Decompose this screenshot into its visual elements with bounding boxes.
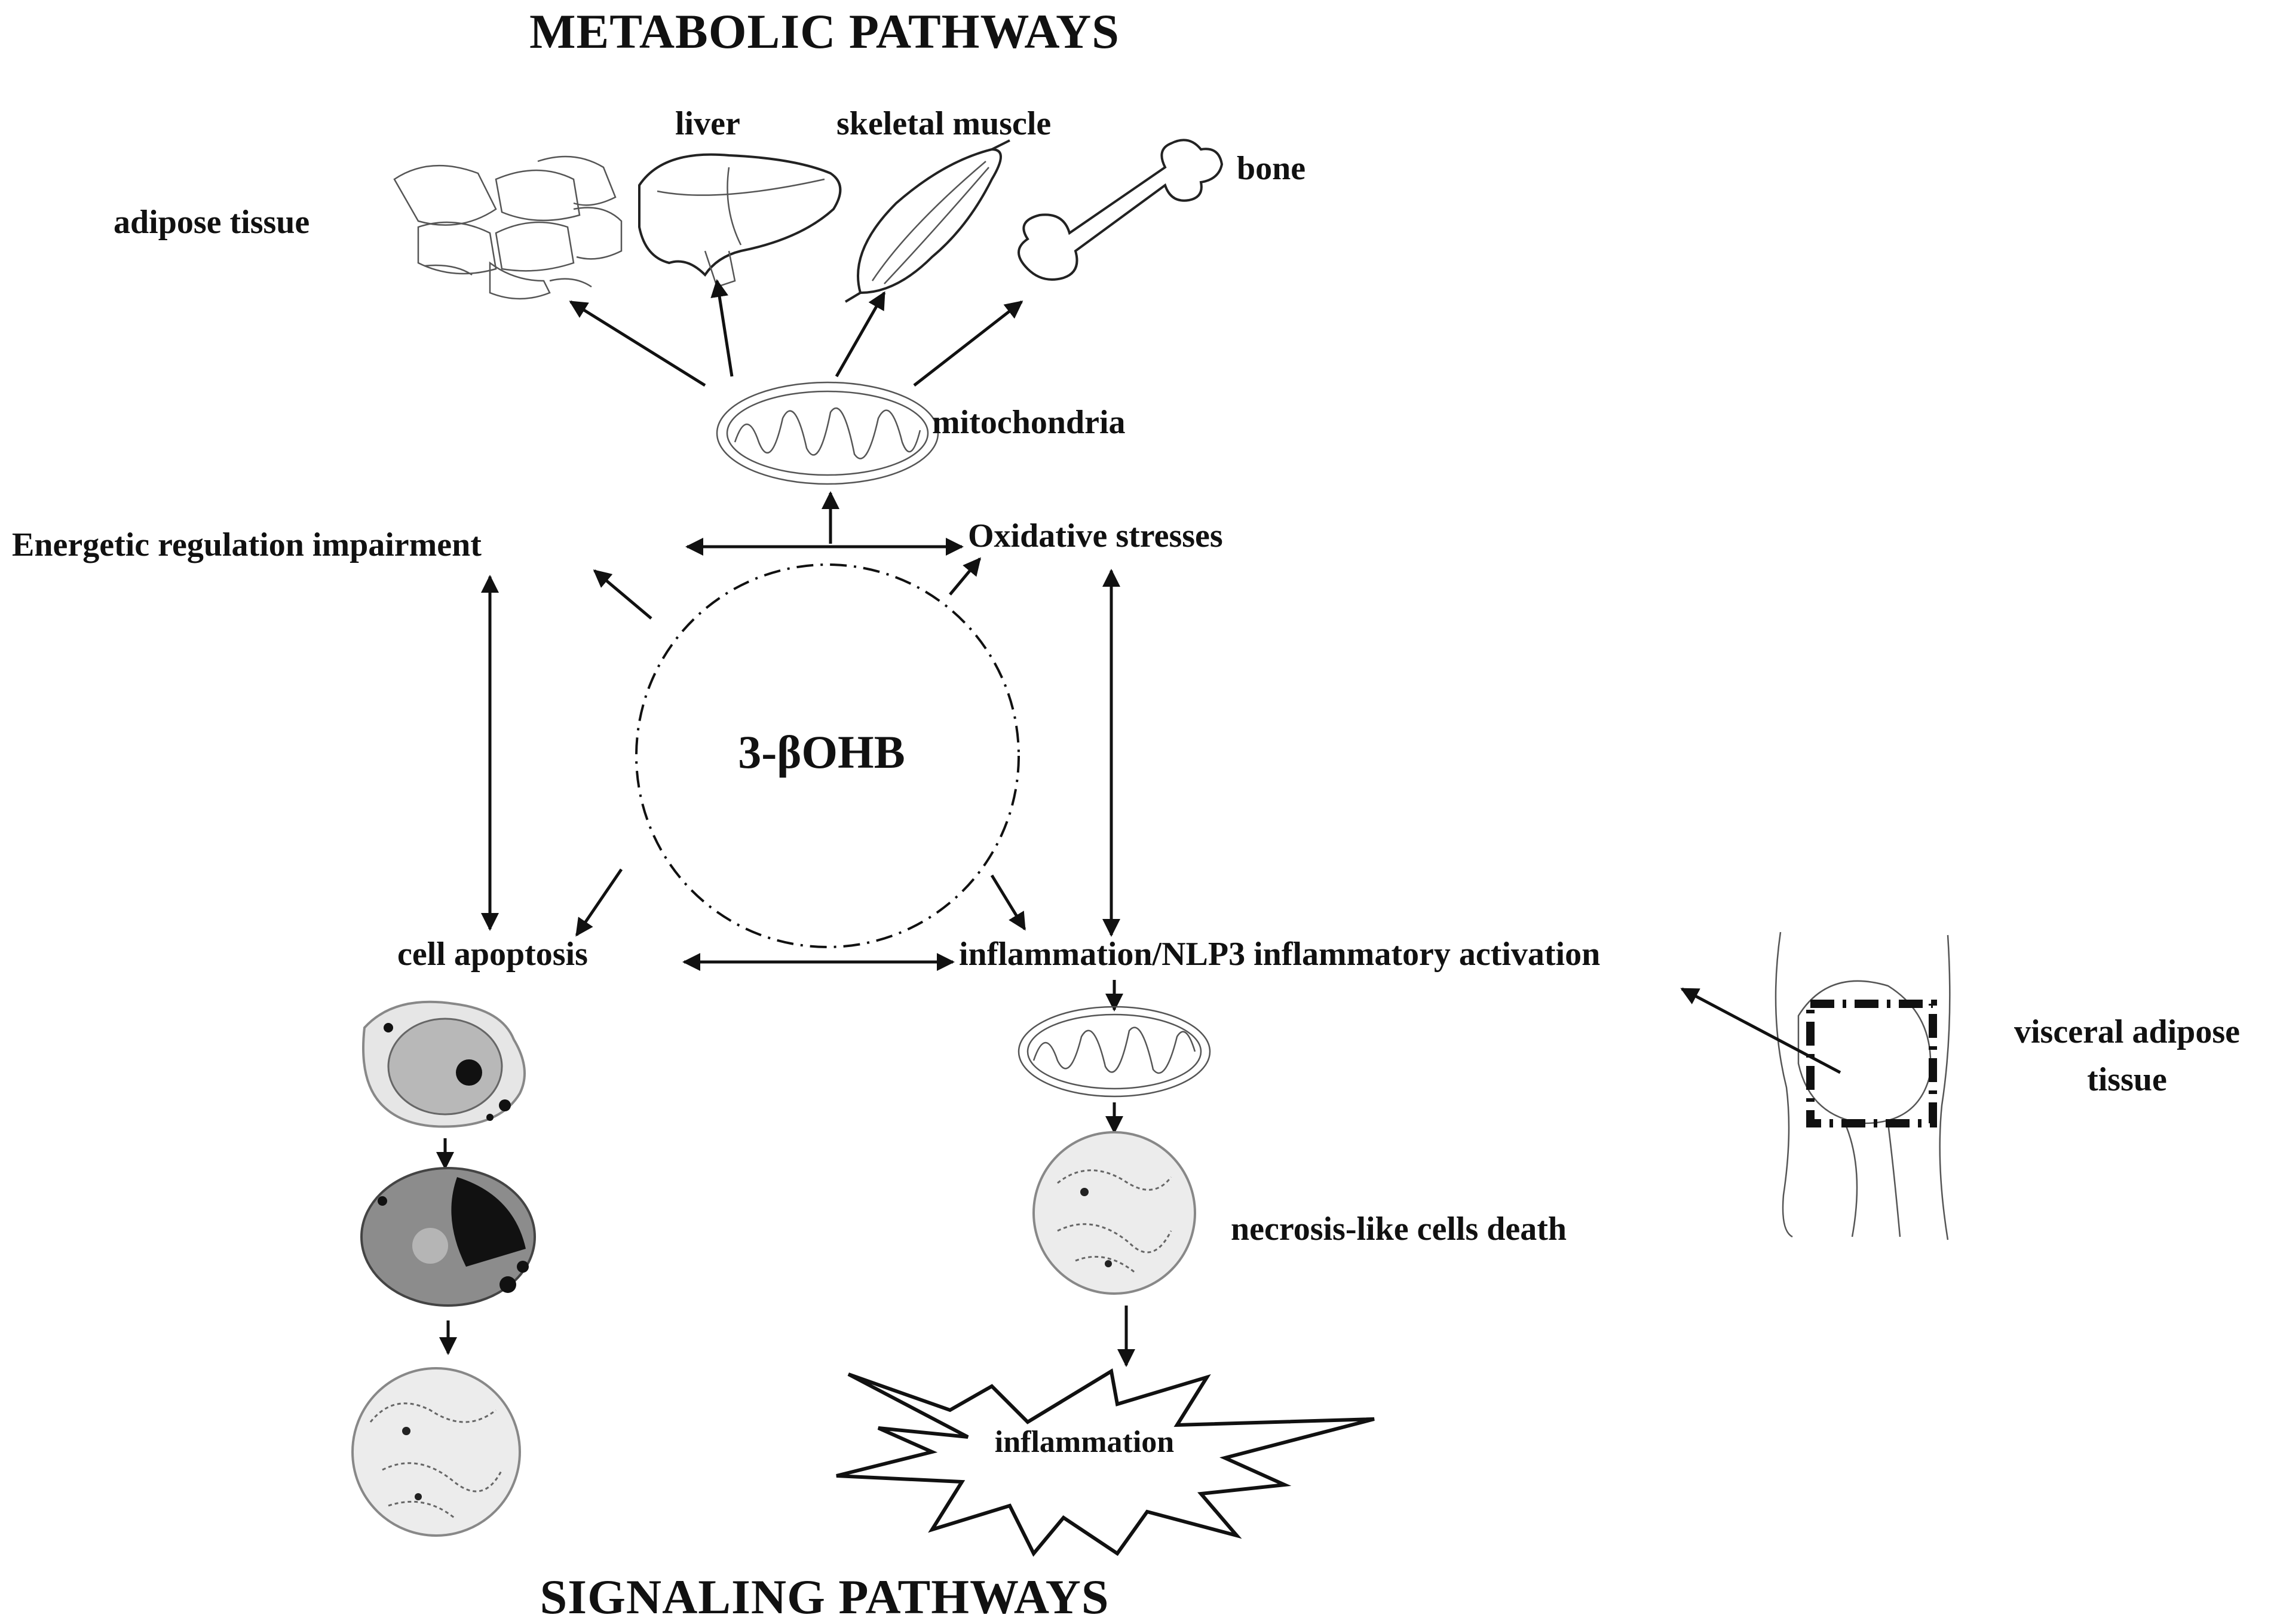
- apoptotic-cell-mid-icon: [360, 1167, 536, 1307]
- arrow-to-adipose: [569, 300, 706, 387]
- mitochondria-lower-icon: [1018, 1006, 1211, 1098]
- arrow-to-bone: [913, 301, 1023, 387]
- label-skeletal-muscle: skeletal muscle: [836, 105, 1051, 142]
- label-inflammation-nlp3-activation: inflammation/NLP3 inflammatory activatio…: [959, 936, 1600, 973]
- adipose-tissue-icon: [393, 155, 623, 300]
- arrow-visceral-to-inflammation: [1680, 987, 1841, 1074]
- title-metabolic-pathways: METABOLIC PATHWAYS: [529, 4, 1120, 59]
- arrow-circle-to-apoptosis: [575, 868, 623, 937]
- label-adipose-tissue: adipose tissue: [114, 204, 309, 241]
- label-visceral-adipose-line2: tissue: [2087, 1061, 2167, 1098]
- label-center-3-bohb: 3-βOHB: [738, 726, 905, 778]
- arrow-to-liver: [710, 279, 734, 377]
- label-inflammation: inflammation: [995, 1425, 1175, 1459]
- label-visceral-adipose-line1: visceral adipose: [2014, 1013, 2240, 1050]
- arrow-circle-to-oxidative: [949, 557, 981, 596]
- arrow-circle-to-inflammation: [990, 874, 1026, 931]
- bone-icon: [1018, 139, 1224, 281]
- title-signaling-pathways: SIGNALING PATHWAYS: [540, 1570, 1110, 1624]
- label-energetic-regulation-impairment: Energetic regulation impairment: [12, 526, 482, 563]
- label-bone: bone: [1237, 150, 1305, 187]
- liver-icon: [638, 153, 842, 288]
- inflammation-burst-icon: [836, 1368, 1375, 1557]
- label-cell-apoptosis: cell apoptosis: [397, 936, 588, 973]
- center-circle: [635, 563, 1020, 948]
- arrow-to-muscle: [835, 291, 886, 378]
- apoptotic-cell-late-icon: [351, 1367, 521, 1537]
- mitochondria-icon: [716, 381, 939, 485]
- apoptotic-cell-early-icon: [362, 1000, 526, 1128]
- necrosis-cell-icon: [1032, 1131, 1196, 1295]
- label-mitochondria: mitochondria: [932, 404, 1126, 441]
- label-necrosis-like-cells-death: necrosis-like cells death: [1231, 1211, 1567, 1248]
- arrow-circle-to-energetic: [593, 569, 652, 620]
- label-oxidative-stresses: Oxidative stresses: [968, 517, 1223, 554]
- visceral-abdomen-icon: [1775, 931, 1951, 1240]
- skeletal-muscle-icon: [844, 139, 1010, 303]
- label-liver: liver: [675, 105, 740, 142]
